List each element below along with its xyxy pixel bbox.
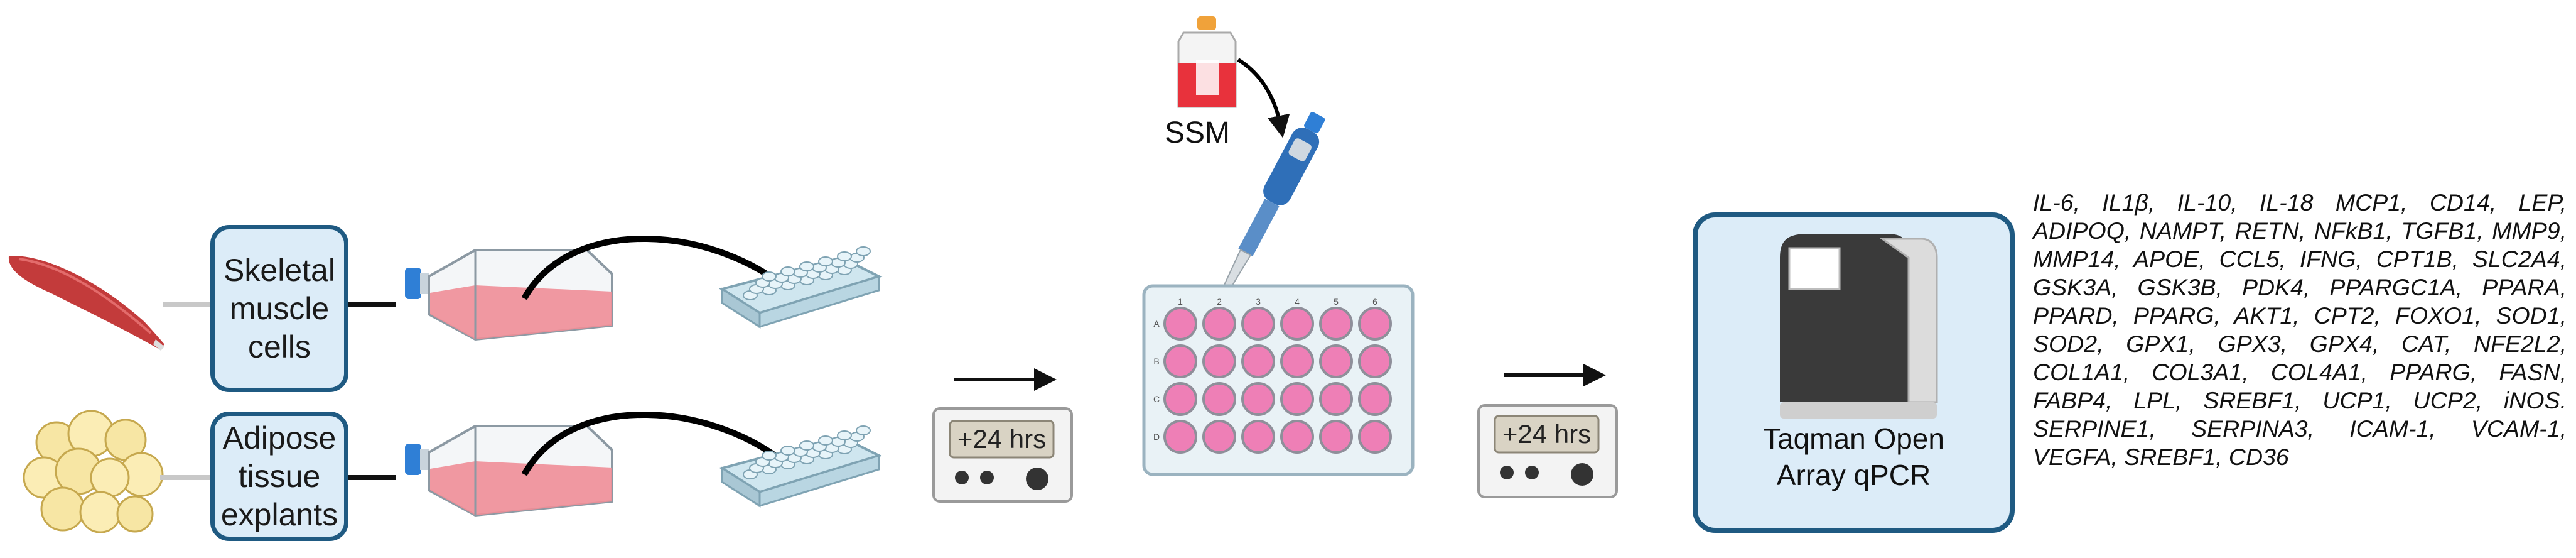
plate-well: [1163, 307, 1197, 341]
plate-column-label: 3: [1256, 297, 1261, 307]
plate-row-label: C: [1153, 394, 1160, 404]
timer-device-2: [1477, 404, 1618, 498]
plate-well: [1358, 344, 1392, 378]
timer-1-readout: +24 hrs: [957, 424, 1047, 454]
plate-well: [1358, 420, 1392, 454]
gene-list: IL-6, IL1β, IL-10, IL-18 MCP1, CD14, LEP…: [2033, 189, 2567, 470]
seed-arrow-bottom: [521, 412, 801, 477]
plate-well: [1280, 420, 1314, 454]
adipose-tissue-illustration: [23, 410, 164, 533]
plate-well: [1163, 420, 1197, 454]
well-plate-small-top: [721, 246, 880, 328]
plate-well: [1163, 344, 1197, 378]
plate-well: [1280, 307, 1314, 341]
plate-well: [1280, 344, 1314, 378]
small-plate-well: [837, 251, 852, 261]
plate-well: [1241, 420, 1275, 454]
qpcr-label: Taqman Open Array qPCR: [1763, 422, 1944, 491]
plate-well: [1319, 420, 1353, 454]
qpcr-machine-icon: [1780, 234, 1938, 418]
plate-well: [1358, 382, 1392, 416]
small-plate-well: [762, 451, 777, 461]
small-plate-well: [799, 261, 814, 271]
plate-well: [1319, 307, 1353, 341]
plate-row-label: D: [1153, 432, 1160, 442]
small-plate-well: [856, 425, 871, 435]
plate-column-label: 1: [1178, 297, 1183, 307]
plate-well: [1202, 382, 1236, 416]
small-plate-well: [762, 271, 777, 282]
culture-flask-top: [404, 249, 613, 341]
plate-row-label: B: [1153, 356, 1159, 366]
small-plate-well: [856, 246, 871, 256]
plate-well: [1241, 307, 1275, 341]
small-plate-well: [818, 256, 833, 266]
plate-well: [1319, 382, 1353, 416]
small-plate-well: [799, 440, 814, 451]
well-plate-24: 1 2 3 4 5 6 A B C D: [1142, 284, 1415, 476]
ssm-bottle: [1177, 16, 1237, 108]
seed-arrow-top: [521, 236, 801, 301]
small-plate-well: [780, 446, 795, 456]
plate-well: [1241, 382, 1275, 416]
plate-well: [1202, 344, 1236, 378]
plate-column-label: 6: [1372, 297, 1377, 307]
timer-device-1: [932, 407, 1073, 503]
plate-column-label: 5: [1334, 297, 1339, 307]
plate-well: [1319, 344, 1353, 378]
adipose-tissue-explants-label: Adipose tissue explants: [210, 412, 348, 541]
small-plate-well: [818, 435, 833, 446]
ssm-arrow: [1237, 58, 1290, 138]
timer-2-readout: +24 hrs: [1502, 419, 1592, 449]
well-plate-small-bottom: [721, 425, 880, 507]
skeletal-muscle-illustration: [8, 256, 164, 351]
small-plate-well: [837, 430, 852, 440]
skeletal-muscle-cells-label: Skeletal muscle cells: [210, 225, 348, 392]
small-plate-well: [780, 266, 795, 276]
ssm-label: SSM: [1165, 116, 1231, 150]
plate-well: [1202, 420, 1236, 454]
plate-well: [1280, 382, 1314, 416]
plate-well: [1358, 307, 1392, 341]
plate-column-label: 4: [1295, 297, 1300, 307]
plate-column-label: 2: [1217, 297, 1222, 307]
plate-well: [1163, 382, 1197, 416]
plate-well: [1202, 307, 1236, 341]
plate-well: [1241, 344, 1275, 378]
culture-flask-bottom: [404, 425, 613, 517]
plate-row-label: A: [1153, 319, 1160, 329]
